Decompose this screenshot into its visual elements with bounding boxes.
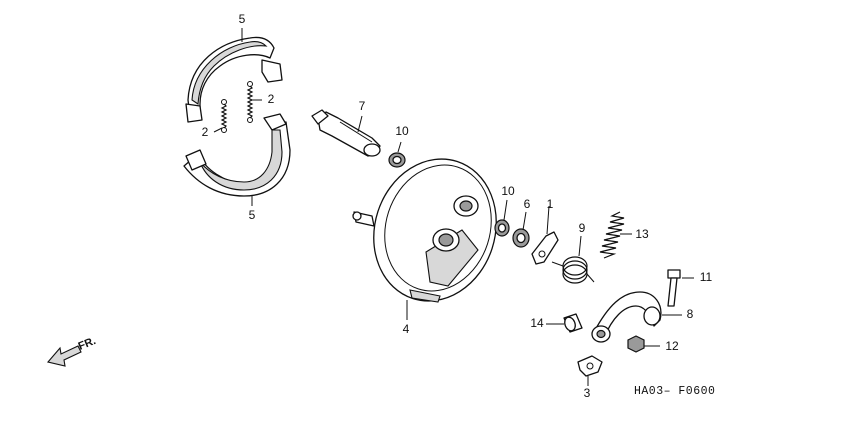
label-9: 9: [579, 221, 586, 235]
brake-coil-spring: [599, 211, 625, 259]
brake-shoe-lower: [183, 113, 291, 197]
cotter-clip: [577, 355, 603, 377]
label-1: 1: [547, 197, 554, 211]
label-10-upper: 10: [395, 124, 409, 138]
label-4: 4: [403, 322, 410, 336]
washer-upper: [388, 152, 406, 168]
label-7: 7: [359, 99, 366, 113]
label-14: 14: [530, 316, 544, 330]
hex-nut: [627, 335, 645, 353]
label-5-bottom: 5: [249, 208, 256, 222]
front-label: FR.: [77, 335, 98, 353]
label-2-left: 2: [202, 125, 209, 139]
washer-lower: [494, 219, 510, 237]
brake-cam-shaft: [311, 109, 381, 157]
brake-panel: [352, 158, 497, 303]
label-2-right: 2: [268, 92, 275, 106]
label-12: 12: [665, 339, 679, 353]
arm-return-spring: [551, 256, 595, 284]
shoe-spring-right: [246, 81, 254, 123]
seal: [512, 228, 530, 248]
brake-arm: [591, 291, 662, 343]
label-5-top: 5: [239, 12, 246, 26]
shoe-spring-left: [220, 99, 228, 133]
front-arrow-icon: [46, 345, 82, 367]
brake-shoe-upper: [185, 36, 283, 123]
leader-lines: [213, 28, 694, 386]
label-13: 13: [635, 227, 649, 241]
label-8: 8: [687, 307, 694, 321]
label-10-lower: 10: [501, 184, 515, 198]
wear-indicator-plate: [531, 231, 559, 265]
label-11: 11: [700, 270, 713, 284]
arm-bolt: [667, 269, 681, 307]
diagram-reference-code: HA03– F0600: [634, 385, 715, 398]
joint-pin: [563, 313, 583, 333]
front-direction-indicator: FR.: [46, 335, 98, 367]
label-3: 3: [584, 386, 591, 400]
label-6: 6: [524, 197, 531, 211]
